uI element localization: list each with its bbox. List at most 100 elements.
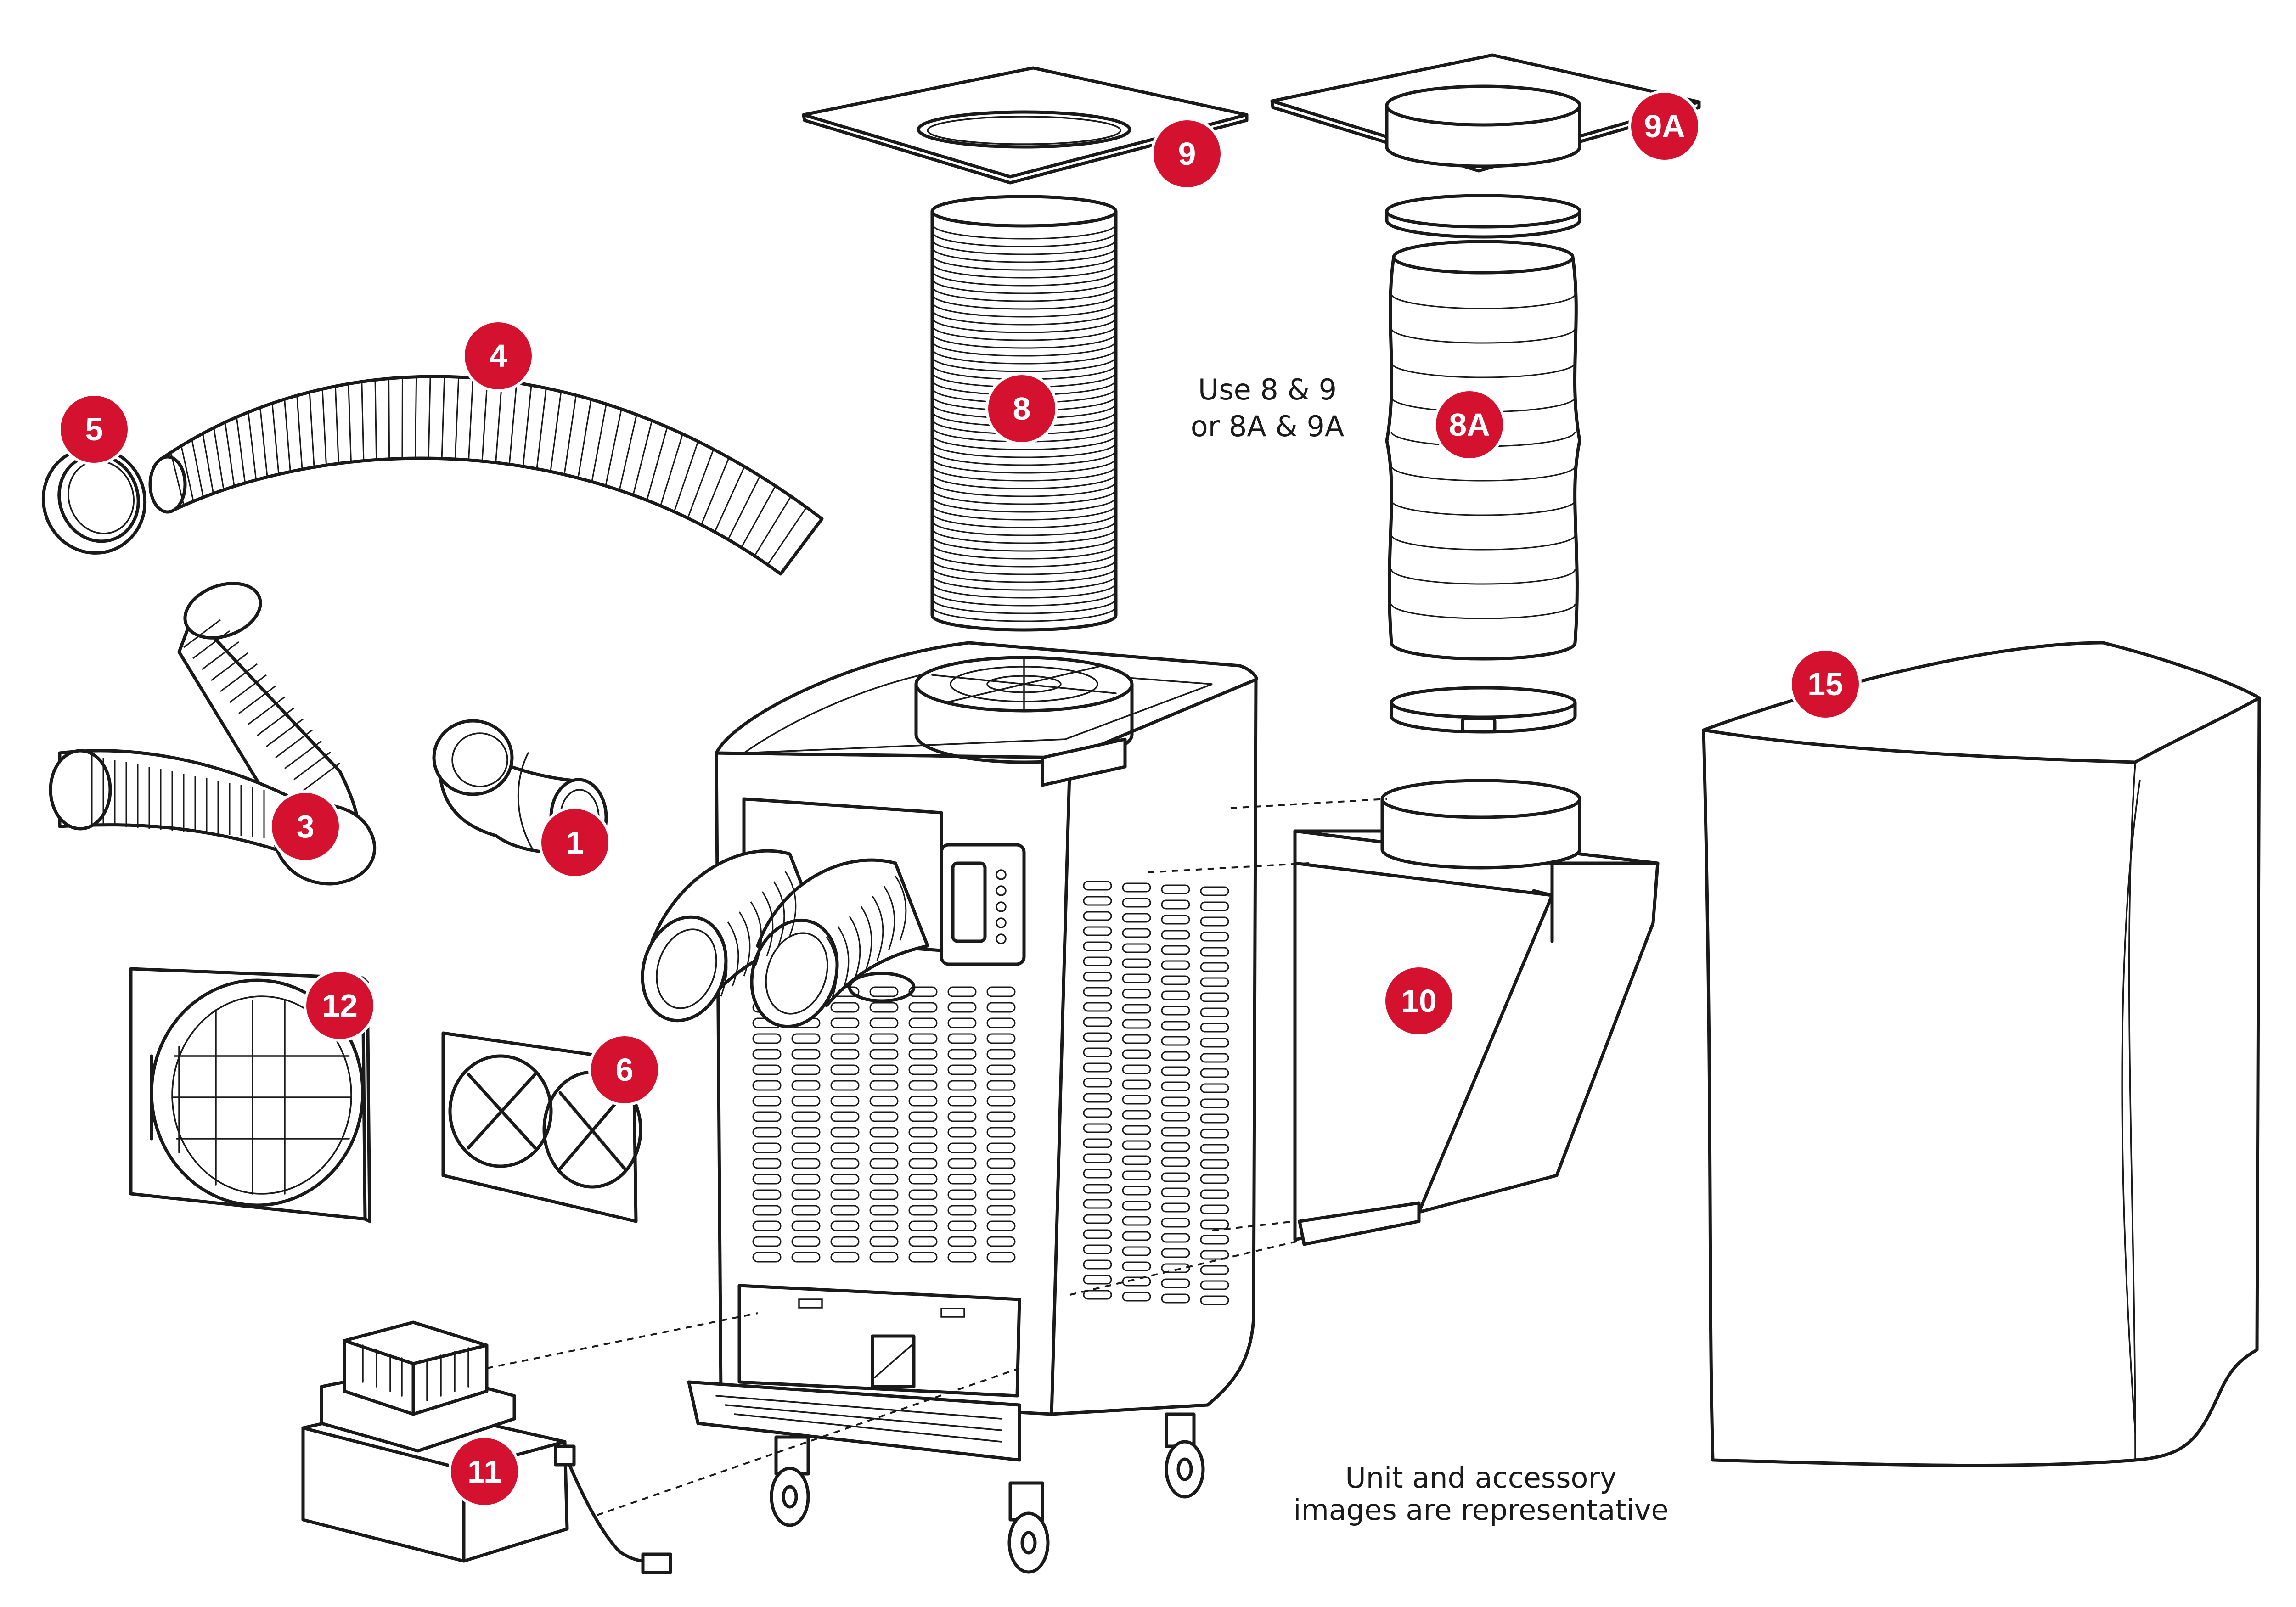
badge-8: 8 xyxy=(985,372,1058,445)
badge-8a: 8A xyxy=(1433,388,1506,461)
front-vent-slot xyxy=(986,1017,1016,1028)
front-vent-slot xyxy=(947,1236,977,1247)
front-vent-slot xyxy=(947,1158,977,1169)
side-vent-slot xyxy=(1122,1170,1151,1180)
hose-rib xyxy=(481,379,488,461)
hose-rib xyxy=(767,507,807,565)
front-vent-slot xyxy=(908,1049,938,1060)
front-vent-slot xyxy=(869,1236,899,1247)
hose-rib xyxy=(577,399,592,478)
front-vent-slot xyxy=(752,1252,782,1263)
hose-rib xyxy=(714,466,745,533)
front-vent-slot xyxy=(791,1174,821,1185)
hose-rib xyxy=(495,381,503,463)
duct-clamp-bottom xyxy=(1390,686,1577,734)
hose-rib xyxy=(414,376,417,459)
side-vent-slot xyxy=(1083,1093,1112,1103)
side-vent-slot xyxy=(1161,1218,1190,1228)
front-vent-slot xyxy=(830,1096,860,1107)
cold-hose-rib xyxy=(773,881,785,946)
side-vent-slot xyxy=(1200,1204,1229,1214)
front-vent-slot xyxy=(752,1205,782,1216)
front-vent-slot xyxy=(830,1127,860,1138)
hose-rib xyxy=(563,395,577,475)
front-vent-slot xyxy=(947,1049,977,1060)
duct-rib xyxy=(932,303,1116,318)
front-vent-slot xyxy=(830,1142,860,1153)
hose-rib xyxy=(224,422,235,487)
side-vent-slot xyxy=(1200,1144,1229,1154)
front-vent-slot xyxy=(830,1049,860,1060)
side-vent-slot xyxy=(1122,1155,1151,1165)
side-vent-slot xyxy=(1083,1229,1112,1239)
duct-rib xyxy=(932,310,1116,326)
side-vent-slot xyxy=(1083,956,1112,966)
side-vent-slot xyxy=(1161,960,1190,970)
side-vent-slot xyxy=(1122,958,1151,968)
duct-clamp-top xyxy=(1385,194,1581,239)
side-vent-slot xyxy=(1083,1275,1112,1285)
side-vent-slot xyxy=(1122,1019,1151,1029)
front-vent-slot xyxy=(908,1080,938,1091)
y-hose-rib xyxy=(284,740,322,770)
side-vent-slot xyxy=(1122,1125,1151,1135)
front-vent-slot xyxy=(908,986,938,997)
cold-hose-rib xyxy=(784,871,797,936)
side-vent-slot xyxy=(1161,1293,1190,1304)
duct-choice-line-2: or 8A & 9A xyxy=(1191,410,1345,443)
front-vent-slot xyxy=(869,1174,899,1185)
side-vent-slot xyxy=(1200,1159,1229,1169)
side-vent-slot xyxy=(1200,1023,1229,1033)
front-vent-slot xyxy=(869,1158,899,1169)
side-vent-slot xyxy=(1161,1278,1190,1288)
front-vent-slot xyxy=(986,1189,1016,1200)
front-vent-slot xyxy=(869,986,899,997)
duct-rib xyxy=(932,232,1116,247)
badge-11-label: 11 xyxy=(467,1454,501,1489)
duct-rib xyxy=(932,529,1116,544)
side-vent-slot xyxy=(1083,1123,1112,1133)
ceiling-panel-9 xyxy=(802,66,1249,185)
front-vent-slot xyxy=(908,1252,938,1263)
duct-rib xyxy=(932,537,1116,552)
front-vent-slot xyxy=(986,1064,1016,1075)
side-vent-slot xyxy=(1083,1017,1112,1027)
front-vent-slot xyxy=(986,1220,1016,1231)
flex-hose-4 xyxy=(148,375,824,576)
front-vent-slot xyxy=(791,1158,821,1169)
duct-rib xyxy=(932,287,1116,302)
front-vent-slot xyxy=(947,1033,977,1044)
y-hose-rib xyxy=(293,751,331,781)
front-vent-slot xyxy=(947,1252,977,1263)
side-vent-slot xyxy=(1200,1295,1229,1305)
hose-rib xyxy=(441,376,445,459)
side-vent-slot xyxy=(1122,1276,1151,1287)
duct-rib xyxy=(932,552,1116,568)
side-vent-slot xyxy=(1083,1062,1112,1073)
hose-rib xyxy=(191,439,204,498)
duct-rib xyxy=(932,545,1116,560)
side-vent-slot xyxy=(1161,1021,1190,1031)
hose-rib xyxy=(454,377,460,460)
side-vent-slot xyxy=(1083,1153,1112,1163)
front-vent-slot xyxy=(830,1220,860,1231)
front-vent-slot xyxy=(752,1158,782,1169)
front-vent-slot xyxy=(869,1017,899,1028)
duct-rib xyxy=(932,451,1116,466)
badge-11: 11 xyxy=(448,1435,521,1508)
duct-rib xyxy=(932,474,1116,489)
badge-5-label: 5 xyxy=(85,411,103,447)
side-vent-slot xyxy=(1161,930,1190,940)
cold-hose-rib xyxy=(727,921,739,987)
hose-rib xyxy=(374,380,377,460)
duct-rib xyxy=(932,466,1116,482)
badge-10-label: 10 xyxy=(1401,983,1437,1019)
side-vent-slot xyxy=(1200,1189,1229,1199)
side-vent-slot xyxy=(1122,1110,1151,1120)
front-vent-slot xyxy=(791,1189,821,1200)
hose-rib xyxy=(348,383,352,462)
y-hose-rib xyxy=(202,641,239,670)
side-vent-slot xyxy=(1161,884,1190,894)
duct-pleat xyxy=(1390,328,1576,344)
front-vent-slot xyxy=(986,1158,1016,1169)
